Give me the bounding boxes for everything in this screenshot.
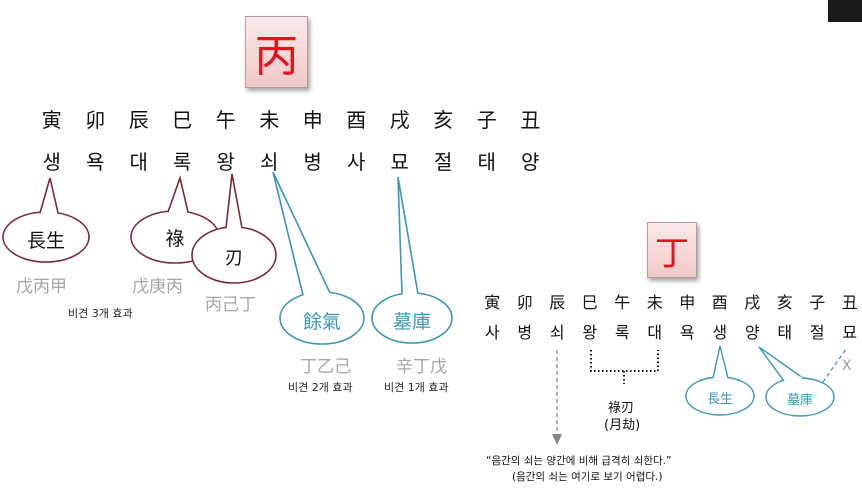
bing-stage: 사 [347, 150, 366, 174]
bing-stage: 양 [521, 150, 540, 174]
down-arrow [552, 350, 562, 445]
bing-stem: 丙 [254, 31, 299, 82]
bing-branch: 未 [259, 108, 280, 132]
stems-ren: 丙己丁 [205, 295, 256, 315]
ding-stage: 묘 [842, 323, 858, 342]
ding-branch: 戌 [744, 293, 761, 312]
bing-branch: 酉 [346, 108, 367, 132]
stems-yuqi: 丁乙己 [300, 357, 351, 377]
bing-branch: 丑 [520, 108, 541, 132]
ding-branch: 亥 [776, 293, 793, 312]
bing-stage: 태 [477, 150, 496, 174]
bing-branch: 辰 [128, 108, 149, 132]
bing-stage-row: 생 욕 대 록 왕 쇠 병 사 묘 절 태 양 [30, 146, 552, 175]
ding-stage: 왕 [582, 323, 598, 342]
ding-branch: 未 [646, 293, 663, 312]
ding-stage: 사 [484, 323, 500, 342]
ding-branch-row: 寅 卯 辰 巳 午 未 申 酉 戌 亥 子 丑 [476, 289, 862, 313]
bubble-ren-shape [191, 173, 277, 284]
corner-block [828, 0, 862, 22]
bing-stage: 병 [303, 150, 322, 174]
note-1: 비견 1개 효과 [384, 381, 449, 394]
ding-stage: 생 [712, 323, 728, 342]
quote-line1: “음간의 쇠는 양간에 비해 급격히 쇠한다.” [486, 455, 672, 467]
bing-branch-row: 寅 卯 辰 巳 午 未 申 酉 戌 亥 子 丑 [30, 104, 552, 133]
bing-stage: 왕 [216, 150, 235, 174]
ding-stem-box: 丁 [647, 222, 697, 278]
ding-branch: 子 [809, 293, 826, 312]
bing-branch: 戌 [389, 108, 410, 132]
ding-lu-ren: 祿刃 [608, 401, 635, 416]
bing-stage: 쇠 [260, 150, 279, 174]
ding-stage: 쇠 [549, 323, 565, 342]
bing-stage: 욕 [86, 150, 105, 174]
ding-bubble-muku: 墓庫 [786, 393, 813, 408]
ding-stage: 대 [647, 323, 663, 342]
ding-branch: 丑 [841, 293, 858, 312]
bubble-lu: 祿 [165, 228, 185, 250]
bing-branch: 午 [215, 108, 236, 132]
ding-yuejie: (月劫) [604, 418, 641, 433]
ding-stage: 양 [744, 323, 760, 342]
stems-changsheng: 戊丙甲 [16, 277, 67, 297]
ding-stage: 절 [809, 323, 825, 342]
ding-stage-row: 사 병 쇠 왕 록 대 욕 생 양 태 절 묘 [476, 319, 862, 343]
bubble-ren: 刃 [225, 248, 243, 269]
bing-stem-box: 丙 [245, 16, 308, 88]
bubble-muku: 墓庫 [392, 311, 431, 333]
ding-bubble-muku-shape [758, 346, 835, 417]
ding-stem: 丁 [655, 233, 689, 274]
ding-stage: 병 [517, 323, 533, 342]
bubble-changsheng: 長生 [26, 230, 65, 252]
ding-branch: 申 [679, 293, 696, 312]
bing-branch: 巳 [172, 108, 193, 132]
ding-branch: 卯 [516, 293, 533, 312]
bing-stage: 묘 [390, 150, 409, 174]
bing-branch: 申 [302, 108, 323, 132]
bubble-yuqi: 餘氣 [302, 311, 341, 333]
ding-branch: 酉 [711, 293, 728, 312]
bubble-yuqi-shape [272, 171, 365, 345]
stems-lu: 戊庚丙 [132, 277, 183, 297]
ding-branch: 午 [614, 293, 631, 312]
note-2: 비견 2개 효과 [288, 381, 353, 394]
ding-branch: 巳 [581, 293, 598, 312]
ding-stage: 록 [614, 323, 630, 342]
bing-stage: 록 [173, 150, 192, 174]
ding-branch: 辰 [549, 293, 566, 312]
stems-muku: 辛丁戊 [396, 357, 447, 377]
bing-branch: 亥 [433, 108, 454, 132]
bing-stage: 절 [434, 150, 453, 174]
bubble-muku-shape [371, 176, 453, 344]
bing-branch: 子 [476, 108, 497, 132]
bubble-changsheng-shape [2, 177, 90, 263]
quote-line2: (음간의 쇠는 여기로 보기 어렵다.) [512, 471, 663, 483]
bing-stage: 대 [129, 150, 148, 174]
ding-stage: 욕 [679, 323, 695, 342]
ding-bubble-changsheng-shape [685, 345, 755, 416]
ding-bubble-changsheng: 長生 [706, 392, 733, 407]
x-mark: X [842, 358, 852, 374]
note-3: 비견 3개 효과 [68, 307, 133, 320]
bing-branch: 寅 [41, 108, 62, 132]
ding-branch: 寅 [484, 293, 501, 312]
bing-stage: 생 [42, 150, 61, 174]
lu-ren-bracket [590, 350, 659, 384]
bing-branch: 卯 [85, 108, 106, 132]
ding-stage: 태 [777, 323, 793, 342]
